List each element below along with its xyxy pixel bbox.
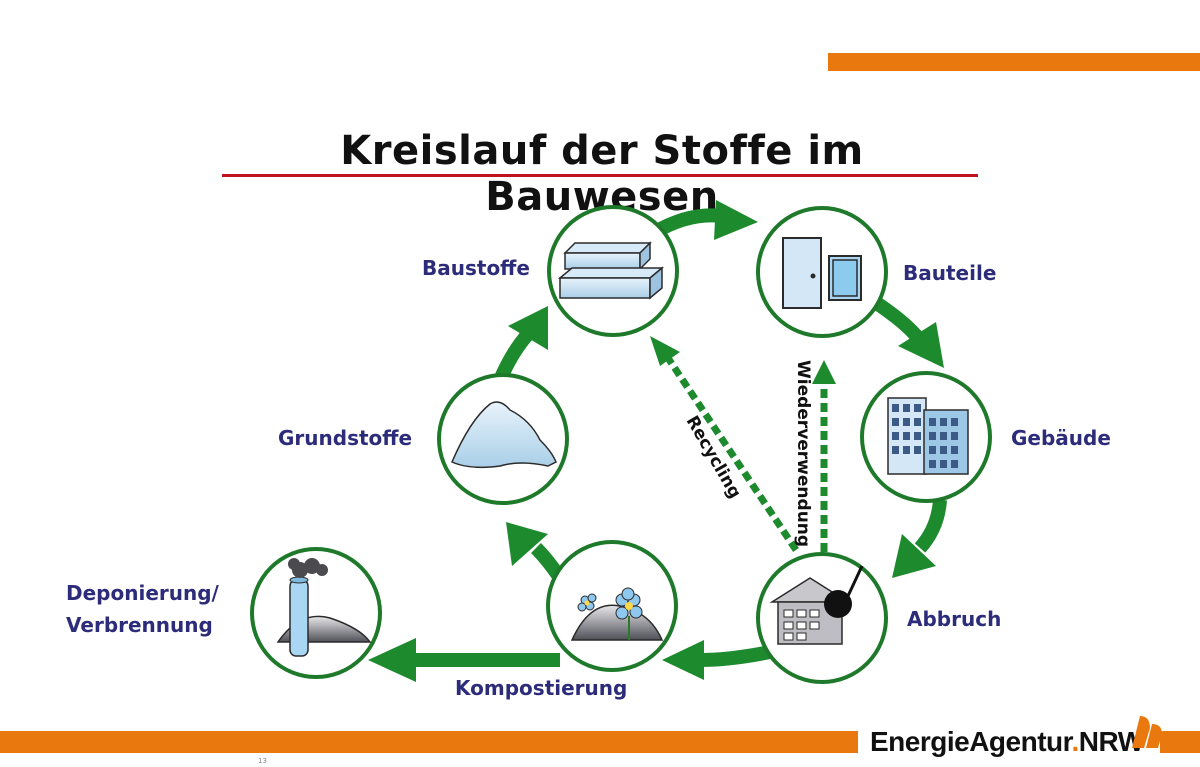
node-abbruch — [756, 552, 888, 684]
label-grundstoffe: Grundstoffe — [278, 426, 413, 450]
label-gebaeude: Gebäude — [1011, 426, 1111, 450]
door-window-icon — [782, 237, 862, 309]
arrow-grundstoffe-to-baustoffe — [493, 306, 548, 383]
arrow-kompost-to-grundstoffe — [506, 522, 566, 582]
node-grundstoffe — [437, 373, 569, 505]
energieagentur-logo: EnergieAgentur.NRW — [870, 726, 1144, 758]
building-icon — [887, 397, 969, 475]
label-bauteile: Bauteile — [903, 261, 997, 285]
label-baustoffe: Baustoffe — [422, 256, 530, 280]
compost-flower-icon — [570, 587, 664, 641]
label-wiederverwendung: Wiederverwendung — [793, 360, 813, 547]
label-kompostierung: Kompostierung — [455, 676, 628, 700]
arrow-abbruch-to-kompost — [662, 640, 772, 680]
label-deponierung: Deponierung/ — [66, 581, 219, 605]
demolition-icon — [769, 565, 864, 645]
logo-suffix: NRW — [1078, 726, 1144, 757]
arrow-kompost-to-deponie — [368, 638, 560, 682]
arrow-recycling — [650, 336, 799, 552]
raw-material-pile-icon — [451, 401, 557, 469]
arrow-wiederverwendung — [812, 360, 836, 552]
top-accent-bar — [828, 53, 1200, 71]
label-recycling: Recycling — [682, 413, 745, 502]
logo-dot: . — [1071, 726, 1079, 757]
bottom-accent-bar — [0, 731, 858, 753]
node-deponierung — [250, 547, 382, 679]
arrow-bauteile-to-gebaeude — [871, 296, 944, 368]
node-kompostierung — [546, 540, 678, 672]
title-underline — [222, 174, 978, 177]
label-abbruch: Abbruch — [907, 607, 1002, 631]
node-gebaeude — [860, 371, 992, 503]
footnote: 13 — [258, 757, 267, 765]
logo-main: EnergieAgentur — [870, 726, 1072, 757]
landfill-chimney-icon — [276, 558, 372, 657]
arrow-gebaeude-to-abbruch — [892, 499, 947, 578]
label-verbrennung: Verbrennung — [66, 613, 213, 637]
bricks-icon — [557, 241, 665, 300]
node-bauteile — [756, 206, 888, 338]
arrow-baustoffe-to-bauteile — [651, 200, 758, 240]
node-baustoffe — [547, 205, 679, 337]
